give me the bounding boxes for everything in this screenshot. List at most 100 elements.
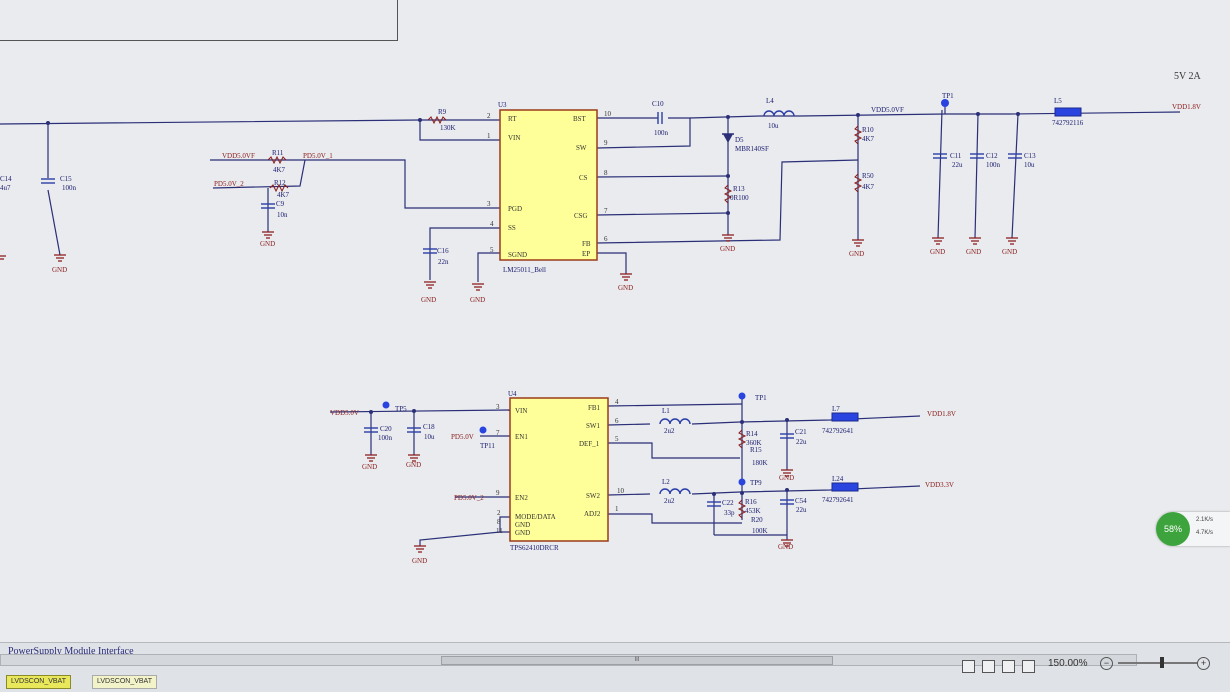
tp1-ref: TP1 [942, 92, 954, 100]
u4-pin-gnd2-num: 11 [496, 527, 503, 535]
zoom-slider-handle[interactable] [1160, 657, 1164, 668]
u4-pin-def1-num: 5 [615, 435, 619, 443]
r13-val: 0R100 [730, 194, 749, 202]
u3-pin-sgnd-num: 5 [490, 246, 494, 254]
u3-pin-vin-num: 1 [487, 132, 491, 140]
mode-gnd-wire [499, 516, 510, 533]
u3-pin-pgd: PGD [508, 205, 522, 213]
u4-vin-wire [329, 409, 511, 413]
vout1-wire [691, 415, 921, 425]
zoom-in-button[interactable]: + [1197, 657, 1210, 670]
l1-inductor[interactable] [659, 418, 691, 425]
tp9-testpoint[interactable] [738, 478, 746, 486]
gnd-symbol [852, 239, 864, 247]
u4-pin-en1-num: 7 [496, 429, 500, 437]
gnd-symbol [365, 454, 377, 462]
gnd-symbols-lower: GND GND GND GND GND [362, 454, 794, 565]
l7-ferrite[interactable] [831, 412, 859, 422]
view-normal-icon[interactable] [962, 660, 975, 673]
r13-ref: R13 [733, 185, 745, 193]
horizontal-scrollbar[interactable]: III [0, 654, 1137, 666]
r15-ref: R15 [750, 446, 762, 454]
gnd-symbol [262, 231, 274, 239]
r11-resistor[interactable] [267, 155, 287, 165]
r14-ref: R14 [746, 430, 758, 438]
tp1-lower-testpoint[interactable] [738, 392, 746, 400]
schematic-canvas: 5V 2A U3 LM25011_Bell RT 2 VIN 1 PGD 3 S… [0, 71, 1202, 565]
vin-rail-wire [0, 119, 500, 125]
tab-lvdscon-vbat[interactable]: LVDSCON_VBAT [92, 675, 157, 689]
gnd-symbol [969, 237, 981, 245]
r12-resistor[interactable] [269, 183, 289, 193]
c18-ref: C18 [423, 423, 435, 431]
zoom-slider[interactable] [1118, 662, 1198, 664]
c13-ref: C13 [1024, 152, 1036, 160]
tp11-testpoint[interactable] [479, 426, 487, 434]
u4-gnd-wire [419, 531, 501, 546]
junction [740, 420, 744, 424]
zoom-out-button[interactable]: − [1100, 657, 1113, 670]
u4-pin-sw1: SW1 [586, 422, 601, 430]
u3-pin-sgnd: SGND [508, 251, 527, 259]
gnd-symbol [54, 254, 66, 262]
r10-resistor[interactable] [853, 125, 863, 145]
c11-wire [937, 109, 943, 239]
tp5-testpoint[interactable] [382, 401, 390, 409]
tp5-ref: TP5 [395, 405, 407, 413]
tp1-testpoint[interactable] [941, 99, 949, 107]
c10-ref: C10 [652, 100, 664, 108]
u3-pin-rt: RT [508, 115, 517, 123]
vdd5v-in-net-label: VDD5.0V [330, 409, 359, 417]
u3-pin-fb-num: 6 [604, 235, 608, 243]
r9-resistor[interactable] [427, 115, 447, 125]
junction [369, 410, 373, 414]
u4-pin-en2-num: 9 [496, 489, 500, 497]
r50-resistor[interactable] [853, 173, 863, 193]
u4-pin-vin-num: 3 [496, 403, 500, 411]
u4-designator: U4 [508, 390, 517, 398]
u3-pin-ss: SS [508, 224, 516, 232]
vdd18-net-label: VDD1.8V [1172, 103, 1201, 111]
r14-resistor[interactable] [737, 429, 747, 449]
csg-wire [596, 212, 729, 216]
l7-val: 742792641 [822, 427, 854, 435]
d5-diode[interactable] [723, 134, 733, 143]
sgnd-wire [477, 252, 500, 282]
vdd5vf-net-label: VDD5.0VF [222, 152, 255, 160]
r20-val: 100K [752, 527, 768, 535]
r50-val: 4K7 [862, 183, 875, 191]
junction [46, 121, 50, 125]
u4-pin-gnd2: GND [515, 529, 530, 537]
gnd-label: GND [720, 245, 735, 253]
c22-val: 33p [724, 509, 735, 517]
l5-val: 742792116 [1052, 119, 1084, 127]
pgd-wire [210, 159, 500, 209]
sheet-title: PowerSupply Module Interface [8, 646, 134, 657]
view-grid-icon[interactable] [1022, 660, 1035, 673]
tab-lvdscon-vbat-active[interactable]: LVDSCON_VBAT [6, 675, 71, 689]
r16-resistor[interactable] [737, 499, 747, 519]
u3-chip[interactable] [499, 109, 598, 261]
r14-val: 360K [746, 439, 762, 447]
c20-val: 100n [378, 434, 393, 442]
gnd-symbols-upper: GND GND GND GND GND GND GND GND GND GND [0, 231, 1018, 304]
view-page-icon[interactable] [1002, 660, 1015, 673]
c13-wire [1011, 113, 1019, 239]
u4-chip[interactable] [509, 397, 609, 542]
r13-resistor[interactable] [723, 184, 733, 204]
l24-val: 742792641 [822, 496, 854, 504]
l2-inductor[interactable] [659, 488, 691, 495]
l4-inductor[interactable] [763, 110, 795, 117]
l5-ferrite[interactable] [1054, 107, 1082, 117]
u4-pin-fb1-num: 4 [615, 398, 619, 406]
c22-ref: C22 [722, 499, 734, 507]
pd5v2-wire [212, 159, 306, 189]
scrollbar-thumb[interactable]: III [441, 656, 833, 665]
cpu-usage-badge[interactable]: 58% [1156, 512, 1190, 546]
r10-val: 4K7 [862, 135, 875, 143]
u4-pin-fb1: FB1 [588, 404, 601, 412]
r50-ref: R50 [862, 172, 874, 180]
gnd-label: GND [849, 250, 864, 258]
view-layout-icon[interactable] [982, 660, 995, 673]
l24-ferrite[interactable] [831, 482, 859, 492]
